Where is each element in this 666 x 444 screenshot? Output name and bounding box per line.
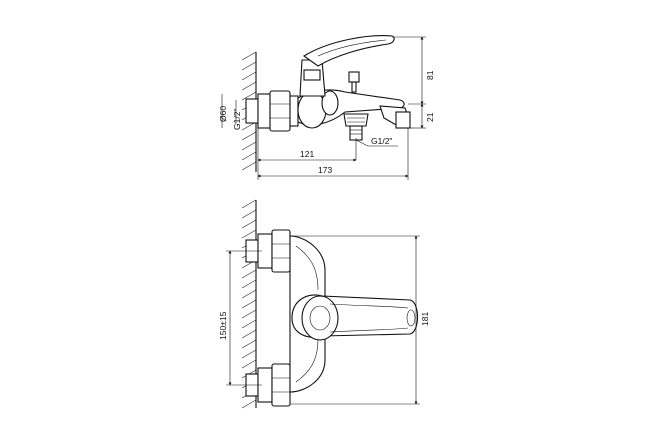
thread-side-label: G1/2": [232, 109, 242, 130]
thread-bottom-label: G1/2": [371, 136, 392, 146]
height-spout-label: 21: [425, 112, 435, 122]
mixer-body-front: [289, 235, 419, 393]
dim-center-distance: 150±15: [218, 250, 262, 386]
height-top-label: 81: [425, 70, 435, 80]
side-view: G1/2" Ø60 81 21 G1/2": [218, 35, 435, 180]
dim-reach-total: 173: [257, 128, 409, 180]
body-height-label: 181: [420, 312, 430, 326]
wall-hatch-bottom: [241, 199, 257, 409]
reach-total-label: 173: [318, 165, 332, 175]
eccentric-fitting-side: [245, 90, 299, 132]
reach-inner-label: 121: [300, 149, 314, 159]
dim-body-height: 181: [414, 235, 430, 405]
dim-height-top: 81: [394, 36, 435, 105]
center-distance-label: 150±15: [218, 311, 228, 340]
upper-connection: [245, 229, 291, 273]
dim-thread-side: G1/2": [232, 100, 242, 130]
dim-reach-inner: 121: [257, 138, 357, 162]
lower-connection: [245, 363, 291, 407]
dim-height-spout: 21: [410, 103, 435, 129]
dim-diameter: Ø60: [218, 94, 228, 128]
front-view: 150±15 181: [218, 199, 430, 409]
dim-thread-bottom: G1/2": [355, 136, 398, 147]
faucet-body-side: [297, 35, 411, 141]
diameter-label: Ø60: [218, 106, 228, 122]
